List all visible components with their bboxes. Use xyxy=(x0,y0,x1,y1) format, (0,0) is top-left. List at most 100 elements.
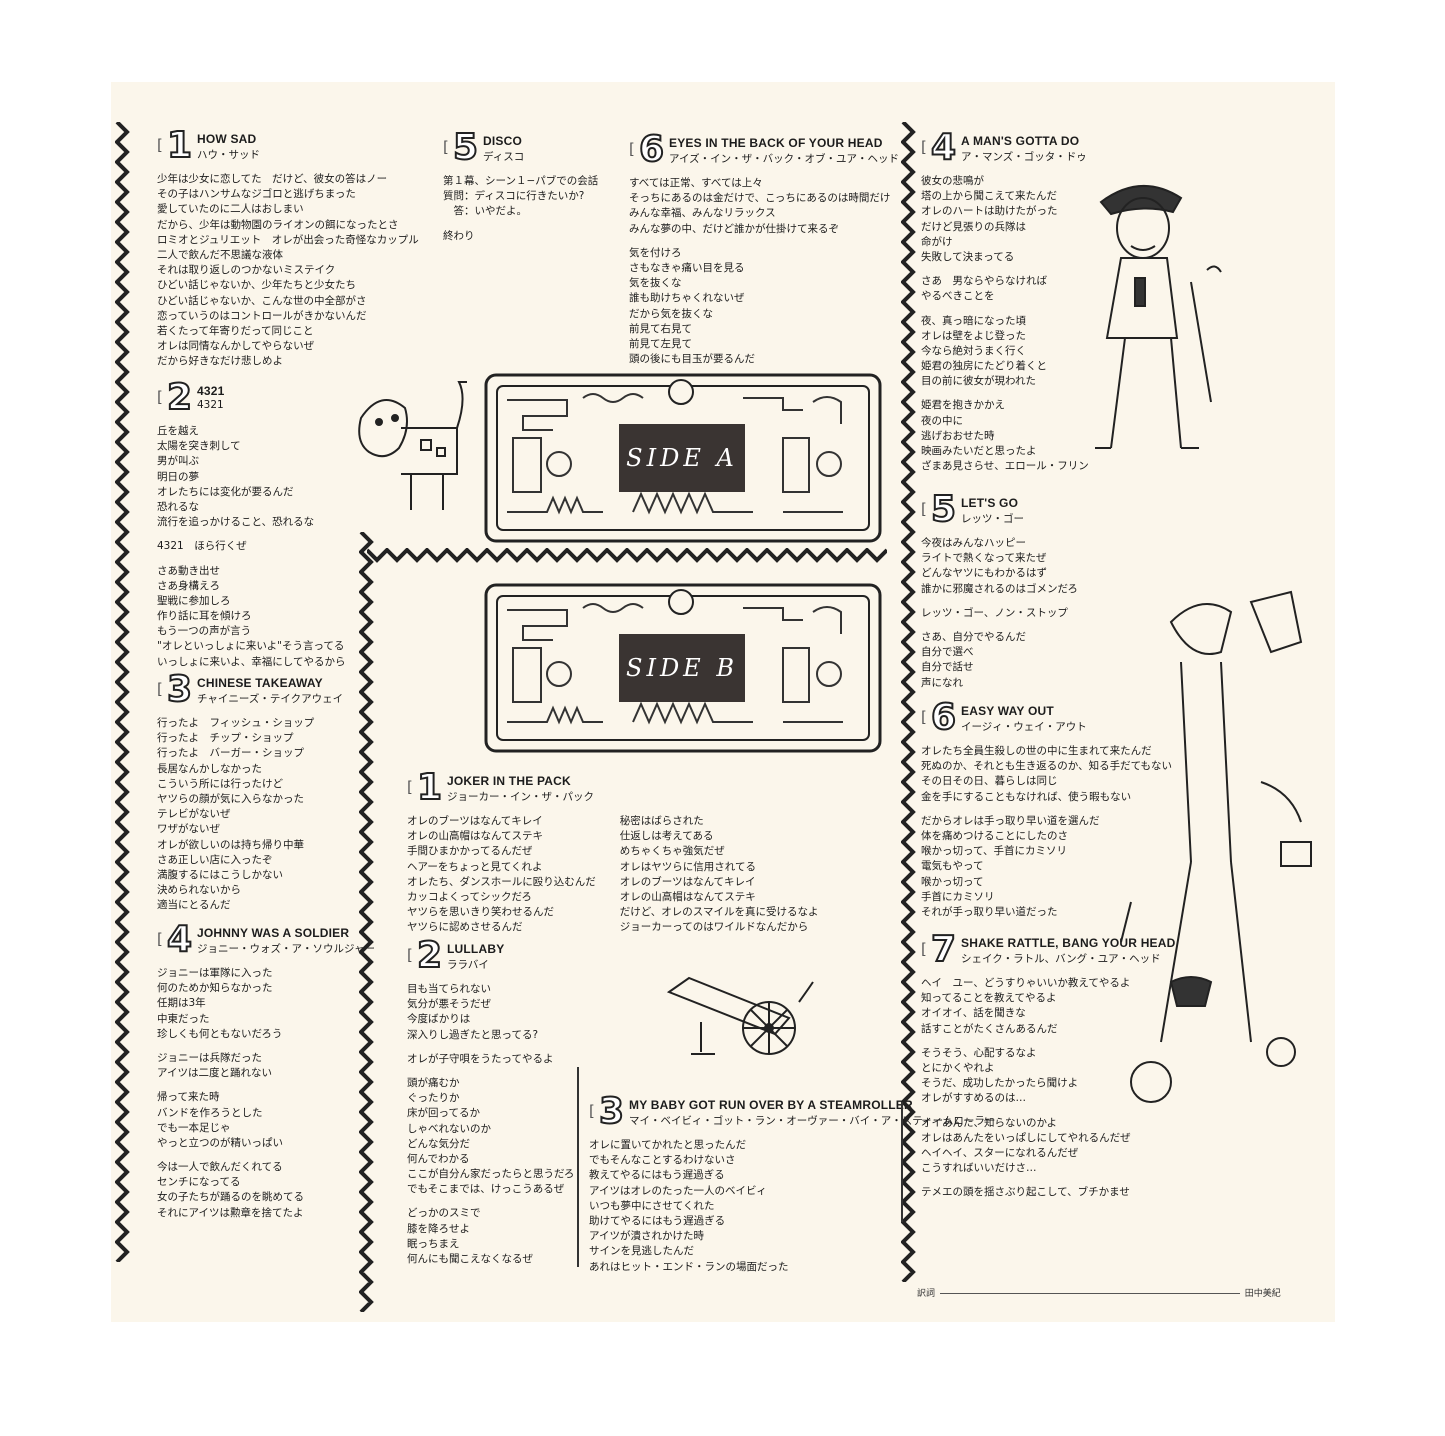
bracket: [ xyxy=(589,1102,595,1120)
lyric-line: 映画みたいだと思ったよ xyxy=(921,445,1037,457)
lyric-line: サインを見逃したんだ xyxy=(589,1245,694,1258)
lyric-line: 目も当てられない xyxy=(407,983,491,995)
lyric-line xyxy=(157,1042,304,1051)
lyric-line: 質問：ディスコに行きたいか? xyxy=(443,190,585,203)
lyric-line: 女の子たちが踊るのを眺めてる xyxy=(157,1191,304,1204)
lyric-line: その日その日、暮らしは同じ xyxy=(921,775,1058,788)
credit-rule xyxy=(939,1293,1240,1294)
lyric-line: 第１幕、シーン１−パブでの会話 xyxy=(443,175,599,187)
lyric-line: 男が叫ぶ xyxy=(157,455,199,468)
lyric-line: そっちにあるのは金だけで、こっちにあるのは時間だけ xyxy=(629,192,891,205)
lyric-line: いっしょに来いよ、幸福にしてやるから xyxy=(157,655,346,668)
lyric-line: オレたちには変化が要るんだ xyxy=(157,485,294,498)
lyric-line: 愛していたのに二人はおしまい xyxy=(157,203,304,216)
lyric-line: そうそう、心配するなよ xyxy=(921,1046,1037,1059)
lyric-line: "オレといっしょに来いよ"そう言ってる xyxy=(157,640,345,653)
lyric-line: 床が回ってるか xyxy=(407,1107,480,1120)
lyric-line: それは取り返しのつかないミステイク xyxy=(157,264,336,277)
lyric-line: テレビがないぜ xyxy=(157,808,231,821)
zigzag-divider-horizontal xyxy=(367,548,887,563)
lyric-line: 助けてやるにはもう遅過ぎる xyxy=(589,1214,726,1227)
credit-name: 田中美紀 xyxy=(1244,1289,1281,1299)
track-number-digit: 6 xyxy=(930,697,957,739)
lyric-line: 今夜はみんなハッピー xyxy=(921,537,1026,549)
lyric-line: 何んにも聞こえなくなるぜ xyxy=(407,1253,533,1265)
lyric-line: 眠っちまえ xyxy=(407,1237,460,1250)
track-number: [7 xyxy=(921,929,957,972)
lyric-line: やるべきことを xyxy=(921,290,995,303)
lyric-line: 4321 ほら行くぜ xyxy=(157,540,247,553)
lyric-line: 今なら絶対うまく行く xyxy=(921,344,1026,357)
lyric-line: ヤツらを思いきり笑わせるんだ xyxy=(407,906,554,919)
lyric-line: 二人で飲んだ不思議な液体 xyxy=(157,248,283,261)
lyric-line: 膝を降ろせよ xyxy=(407,1222,470,1235)
lyric-line: 気分が悪そうだぜ xyxy=(407,998,491,1011)
lyric-line: 電気もやって xyxy=(921,860,984,873)
track-number: [1 xyxy=(157,125,193,168)
lyric-line: 聖戦に参加しろ xyxy=(157,594,231,607)
lyrics-block: 丘を越え太陽を突き刺して男が叫ぶ明日の夢オレたちには変化が要るんだ恐れるな流行を… xyxy=(157,424,345,670)
track-number: [6 xyxy=(921,697,957,740)
lyric-line: オレたち、ダンスホールに殴り込むんだ xyxy=(407,875,596,888)
bracket: [ xyxy=(921,940,927,958)
lyric-line: 誰も助けちゃくれないぜ xyxy=(629,292,745,305)
zigzag-divider-left xyxy=(115,122,130,1262)
song-title-en: EYES IN THE BACK OF YOUR HEAD xyxy=(669,136,883,150)
lyric-line: オレのハートは助けたがった xyxy=(921,205,1058,218)
lyric-line: 秘密はばらされた xyxy=(619,815,704,827)
bracket: [ xyxy=(157,136,163,154)
lyric-line: バンドを作ろうとした xyxy=(157,1106,263,1119)
lyric-line: 終わり xyxy=(443,229,475,242)
song-title-en: A MAN'S GOTTA DO xyxy=(961,134,1080,148)
lyric-line: ヘイヘイ、スターになれるんだぜ xyxy=(921,1146,1079,1159)
lyric-line: 決められないから xyxy=(157,884,241,897)
lyric-line: 夜、真っ暗になった頃 xyxy=(921,314,1026,327)
lyric-line xyxy=(157,1151,304,1160)
track-number: [2 xyxy=(407,935,443,978)
lyric-line: 珍しくも何ともないだろう xyxy=(157,1027,283,1040)
lyric-line: 答：いやだよ。 xyxy=(443,205,527,218)
bracket: [ xyxy=(629,140,635,158)
lyric-line: 満腹するにはこうしかない xyxy=(157,868,283,881)
lyric-line xyxy=(921,621,1078,630)
lyric-line: 前見て右見て xyxy=(629,322,692,335)
lyric-line: どんな気分だ xyxy=(407,1137,470,1150)
lyric-line: 流行を追っかけること、恐れるな xyxy=(157,516,315,529)
track-number: [3 xyxy=(157,669,193,712)
column-rule xyxy=(577,1067,579,1267)
lyric-line: アイツはオレのたった一人のベイビィ xyxy=(589,1184,767,1197)
lyric-line: 行ったよ バーガー・ショップ xyxy=(157,747,304,760)
lyric-line: アイツが潰されかけた時 xyxy=(589,1230,704,1243)
song-title-en: EASY WAY OUT xyxy=(961,704,1054,718)
credit-label: 訳詞 xyxy=(917,1289,936,1299)
lyric-line: みんな夢の中、だけど誰かが仕掛けて来るぞ xyxy=(629,222,839,235)
lyric-line: 自分で選べ xyxy=(921,646,974,659)
lyric-line: 深入りし過ぎたと思ってる? xyxy=(407,1028,539,1041)
lyrics-block: オレのブーツはなんてキレイオレの山高帽はなんてステキ手間ひまかかってるんだぜヘア… xyxy=(407,814,596,936)
lyric-line: めちゃくちゃ強気だぜ xyxy=(619,845,725,858)
song-title-jp: アイズ・イン・ザ・バック・オブ・ユア・ヘッド xyxy=(669,153,899,165)
lyric-line xyxy=(921,1107,1131,1116)
lyric-line: ジョニーは軍隊に入った xyxy=(157,967,273,979)
lyric-line: やっと立つのが精いっぱい xyxy=(157,1136,283,1149)
lyric-line: 前見て左見て xyxy=(629,337,692,350)
lyric-line: さあ正しい店に入ったぞ xyxy=(157,853,273,866)
lyric-line: 長居なんかしなかった xyxy=(157,762,262,775)
lyric-line: ロミオとジュリエット オレが出会った奇怪なカップル xyxy=(157,233,419,246)
lyric-line: だから気を抜くな xyxy=(629,307,713,320)
track-number: [3 xyxy=(589,1091,625,1134)
lyric-line: 失敗して決まってる xyxy=(921,250,1015,263)
